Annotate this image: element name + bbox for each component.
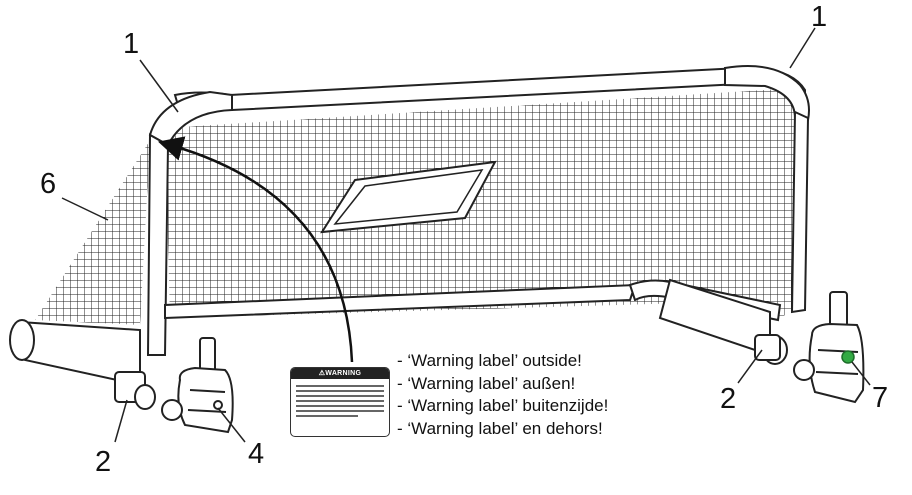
warning-label-sticker: ⚠WARNING: [290, 367, 390, 437]
callout-1-left: 1: [123, 28, 140, 60]
note-french: - ‘Warning label’ en dehors!: [397, 418, 603, 438]
net-window: [320, 160, 497, 234]
corner-bracket-right: [724, 65, 810, 122]
callout-2-left: 2: [95, 446, 112, 478]
corner-bracket-left: [148, 90, 233, 147]
foot-tube-right: [658, 278, 788, 365]
warning-notes: - ‘Warning label’ outside! - ‘Warning la…: [397, 350, 608, 440]
side-net-left: [35, 140, 150, 325]
note-dutch: - ‘Warning label’ buitenzijde!: [397, 396, 609, 415]
callout-1-right: 1: [811, 1, 828, 33]
leader-lines: [61, 27, 871, 443]
green-indicator: [841, 350, 855, 364]
ground-anchor-right: [793, 291, 865, 404]
warning-arrow: [157, 136, 354, 363]
back-net: [165, 88, 795, 318]
warning-label-text-lines: [291, 379, 389, 423]
ground-anchor-left: [161, 337, 234, 434]
callout-2-right: 2: [720, 383, 737, 415]
callout-6: 6: [40, 168, 57, 200]
side-net-right: [680, 100, 795, 320]
callout-7: 7: [872, 382, 889, 414]
note-german: - ‘Warning label’ außen!: [397, 373, 576, 393]
callout-4: 4: [248, 438, 265, 470]
warning-label-heading: ⚠WARNING: [291, 368, 389, 379]
note-english: - ‘Warning label’ outside!: [397, 351, 582, 370]
foot-tube-left: [9, 319, 156, 410]
